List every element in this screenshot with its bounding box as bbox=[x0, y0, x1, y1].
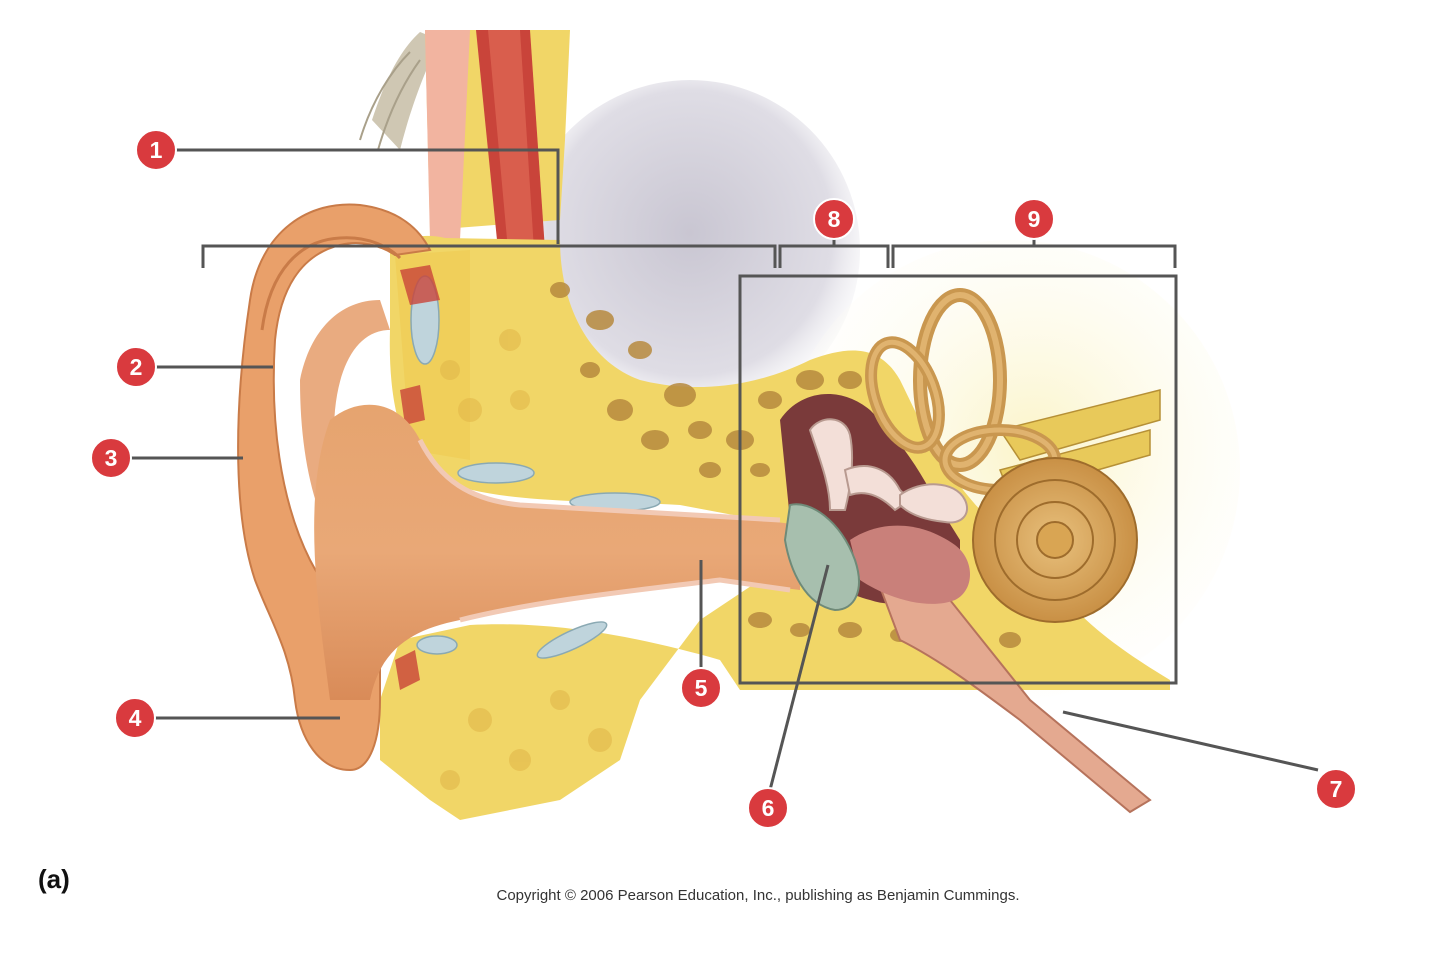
temporal-tissue bbox=[425, 30, 570, 250]
inner-ear bbox=[865, 288, 1161, 623]
fat-and-cartilage bbox=[395, 250, 661, 790]
svg-text:5: 5 bbox=[695, 675, 708, 701]
copyright-notice: Copyright © 2006 Pearson Education, Inc.… bbox=[496, 887, 1019, 904]
svg-text:4: 4 bbox=[129, 705, 142, 731]
panel-label: (a) bbox=[38, 864, 70, 894]
marker-8: 8 bbox=[813, 198, 855, 240]
svg-text:9: 9 bbox=[1028, 206, 1041, 232]
svg-text:8: 8 bbox=[828, 206, 841, 232]
marker-1: 1 bbox=[135, 129, 177, 171]
marker-9: 9 bbox=[1013, 198, 1055, 240]
svg-text:3: 3 bbox=[105, 445, 118, 471]
middle-ear bbox=[780, 393, 1152, 814]
svg-text:1: 1 bbox=[150, 137, 163, 163]
svg-text:6: 6 bbox=[762, 795, 775, 821]
svg-text:7: 7 bbox=[1330, 776, 1343, 802]
leader-lines bbox=[130, 148, 1319, 791]
hair bbox=[359, 32, 440, 151]
marker-5: 5 bbox=[680, 667, 722, 709]
marker-2: 2 bbox=[115, 346, 157, 388]
svg-text:2: 2 bbox=[130, 354, 143, 380]
marker-6: 6 bbox=[747, 787, 789, 829]
marker-3: 3 bbox=[90, 437, 132, 479]
marker-4: 4 bbox=[114, 697, 156, 739]
marker-7: 7 bbox=[1315, 768, 1357, 810]
